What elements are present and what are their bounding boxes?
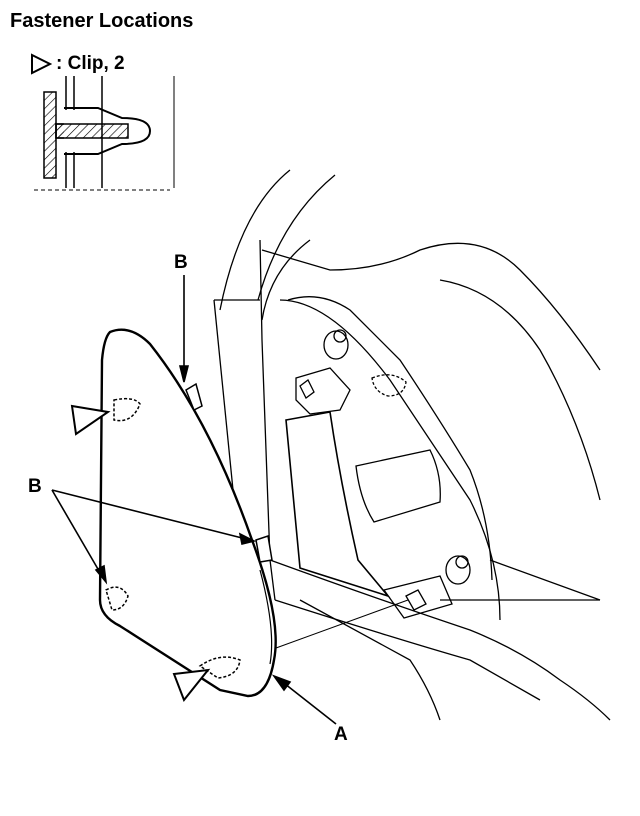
- clip-triangle-icon: [174, 670, 208, 700]
- clip-position-dashed: [114, 399, 140, 421]
- tab-b-lower: [256, 536, 272, 562]
- legend: : Clip, 2: [30, 53, 125, 75]
- clip-position-dashed: [200, 657, 240, 678]
- clip-position-dashed: [106, 587, 128, 610]
- tab-b-upper: [186, 384, 202, 410]
- legend-text: : Clip, 2: [56, 53, 125, 74]
- callout-a: A: [334, 724, 348, 745]
- clip-triangle-icon: [72, 406, 108, 434]
- callout-arrows: [52, 275, 336, 724]
- callout-b-top: B: [174, 252, 188, 273]
- vehicle-body: [214, 170, 610, 720]
- cover-panel-a: [100, 330, 276, 696]
- clip-detail-inset: [34, 76, 174, 190]
- callout-b-left: B: [28, 476, 42, 497]
- clip-triangle-icon: [31, 53, 52, 75]
- page-title: Fastener Locations: [10, 10, 194, 32]
